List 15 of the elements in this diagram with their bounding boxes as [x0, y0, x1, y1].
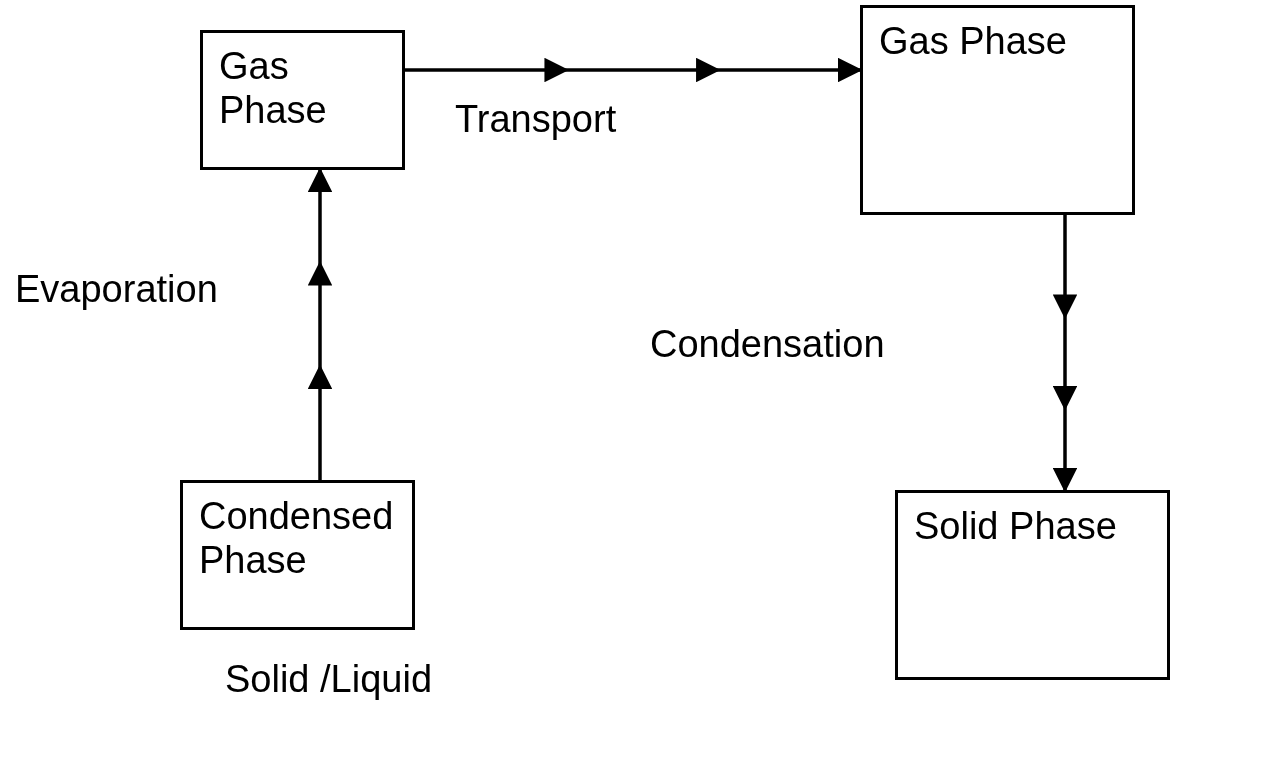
arrow [405, 58, 860, 82]
box-label: Solid Phase [914, 505, 1118, 549]
phase-box [895, 490, 1170, 680]
arrow [308, 170, 332, 480]
box-label: Condensed Phase [199, 495, 395, 583]
phase-box [200, 30, 405, 170]
phase-box [180, 480, 415, 630]
node-label: Solid /Liquid [225, 660, 433, 698]
edge-label: Condensation [650, 325, 885, 363]
phase-box [860, 5, 1135, 215]
box-label: Gas Phase [879, 20, 1068, 64]
arrow [1053, 215, 1077, 490]
edge-label: Evaporation [15, 270, 218, 308]
box-label: Gas Phase [219, 45, 328, 133]
edge-label: Transport [455, 100, 617, 138]
